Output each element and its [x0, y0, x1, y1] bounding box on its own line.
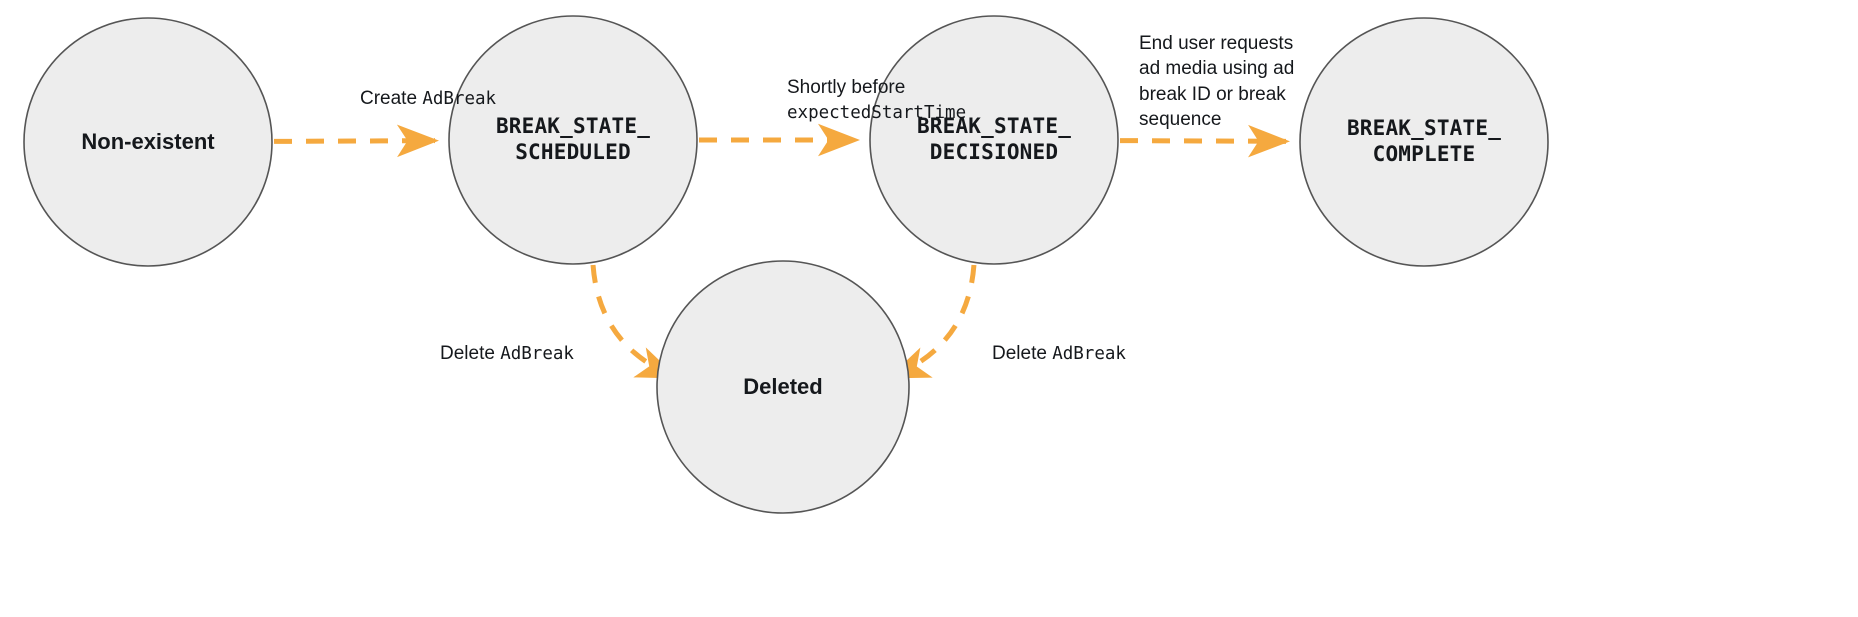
state-node-complete[interactable]	[1299, 17, 1549, 267]
state-node-scheduled[interactable]	[448, 15, 698, 265]
nodes-group	[23, 15, 1549, 514]
edge-end-user-requests	[1119, 124, 1290, 158]
state-node-deleted[interactable]	[656, 260, 910, 514]
state-node-non-existent[interactable]	[23, 17, 273, 267]
edge-create	[273, 124, 440, 158]
state-node-decisioned[interactable]	[869, 15, 1119, 265]
